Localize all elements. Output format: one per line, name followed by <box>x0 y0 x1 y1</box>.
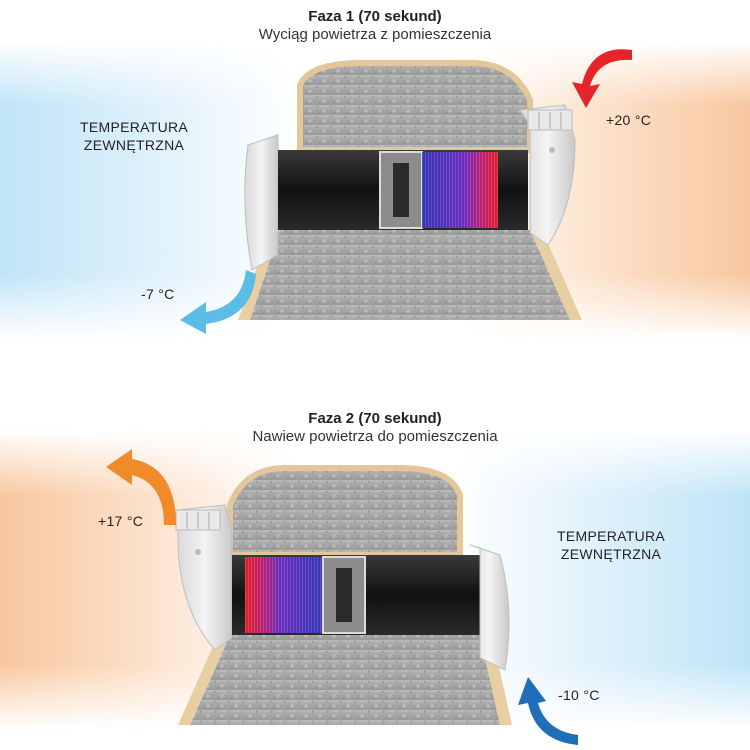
wall-bottom-concrete <box>250 230 570 320</box>
dark-blue-arrow <box>518 677 578 745</box>
fan-motor <box>393 163 409 217</box>
phase-1-heading: Faza 1 (70 sekund) Wyciąg powietrza z po… <box>0 8 750 43</box>
orange-arrow <box>106 449 176 525</box>
phase-2-heading: Faza 2 (70 sekund) Nawiew powietrza do p… <box>0 410 750 445</box>
outside-temperature-label: TEMPERATURA ZEWNĘTRZNA <box>557 527 665 563</box>
phase-2-subtitle: Nawiew powietrza do pomieszczenia <box>252 428 498 445</box>
panel-button <box>195 549 201 555</box>
outer-hood <box>469 544 510 671</box>
outdoor-air-intake-arrow <box>518 677 578 745</box>
phase-1-subtitle: Wyciąg powietrza z pomieszczenia <box>258 26 492 43</box>
exchanger-fins <box>245 557 323 633</box>
indoor-panel <box>177 504 233 651</box>
outside-label-line-2: ZEWNĘTRZNA <box>83 137 185 153</box>
ventilator-wall-section <box>175 465 512 725</box>
outside-label-line-1: TEMPERATURA <box>557 528 666 544</box>
outer-hood <box>244 134 279 271</box>
wall-edge-right <box>530 230 582 320</box>
outside-label-line-2: ZEWNĘTRZNA <box>560 546 662 562</box>
outdoor-air-out-arrow <box>180 270 256 334</box>
indoor-temperature-value: +20 °C <box>606 112 652 128</box>
indoor-panel <box>519 104 576 246</box>
exchanger-fins <box>422 152 498 228</box>
phase-1-panel: Faza 1 (70 sekund) Wyciąg powietrza z po… <box>0 8 750 340</box>
outdoor-temperature-value: -7 °C <box>141 286 175 302</box>
indoor-temperature-value: +17 °C <box>98 513 144 529</box>
phase-1-title: Faza 1 (70 sekund) <box>308 8 442 25</box>
outdoor-temperature-value: -10 °C <box>558 687 600 703</box>
fan-motor <box>336 568 352 622</box>
wall-bottom-concrete <box>190 635 500 725</box>
panel-button <box>549 147 555 153</box>
wall-top-concrete <box>297 60 533 153</box>
red-arrow <box>572 49 632 108</box>
ventilator-wall-section <box>238 60 582 320</box>
indoor-air-supply-arrow <box>106 449 176 525</box>
outside-label-line-1: TEMPERATURA <box>80 119 189 135</box>
outside-temperature-label: TEMPERATURA ZEWNĘTRZNA <box>80 118 188 154</box>
phase-2-panel: Faza 2 (70 sekund) Nawiew powietrza do p… <box>0 375 750 750</box>
wall-edge-left <box>178 635 230 725</box>
indoor-air-in-arrow <box>572 49 632 108</box>
light-blue-arrow <box>180 270 256 334</box>
phase-2-title: Faza 2 (70 sekund) <box>308 410 442 427</box>
wall-top-concrete <box>227 465 463 558</box>
